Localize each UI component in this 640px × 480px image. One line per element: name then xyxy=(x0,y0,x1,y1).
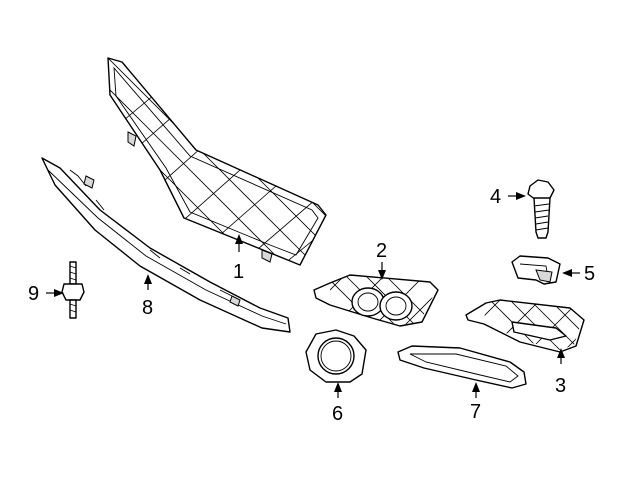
callout-3: 3 xyxy=(555,375,566,397)
lower-molding xyxy=(41,157,291,333)
callout-2: 2 xyxy=(376,240,387,262)
insert xyxy=(397,345,527,389)
callout-9: 9 xyxy=(28,283,39,305)
callout-4: 4 xyxy=(490,186,501,208)
fog-lamp-bezel-left xyxy=(313,274,439,327)
ring-cover xyxy=(305,329,367,383)
callout-labels: 1 2 3 4 5 6 7 8 9 xyxy=(28,186,595,425)
callout-6: 6 xyxy=(332,403,343,425)
clip xyxy=(511,255,561,285)
callout-7: 7 xyxy=(470,401,481,423)
callout-5: 5 xyxy=(584,263,595,285)
fog-lamp-bezel-right xyxy=(465,299,585,353)
callout-1: 1 xyxy=(233,261,244,283)
bolt xyxy=(527,179,555,239)
callout-8: 8 xyxy=(142,297,153,319)
stud xyxy=(61,261,85,319)
leader-lines xyxy=(46,192,580,398)
